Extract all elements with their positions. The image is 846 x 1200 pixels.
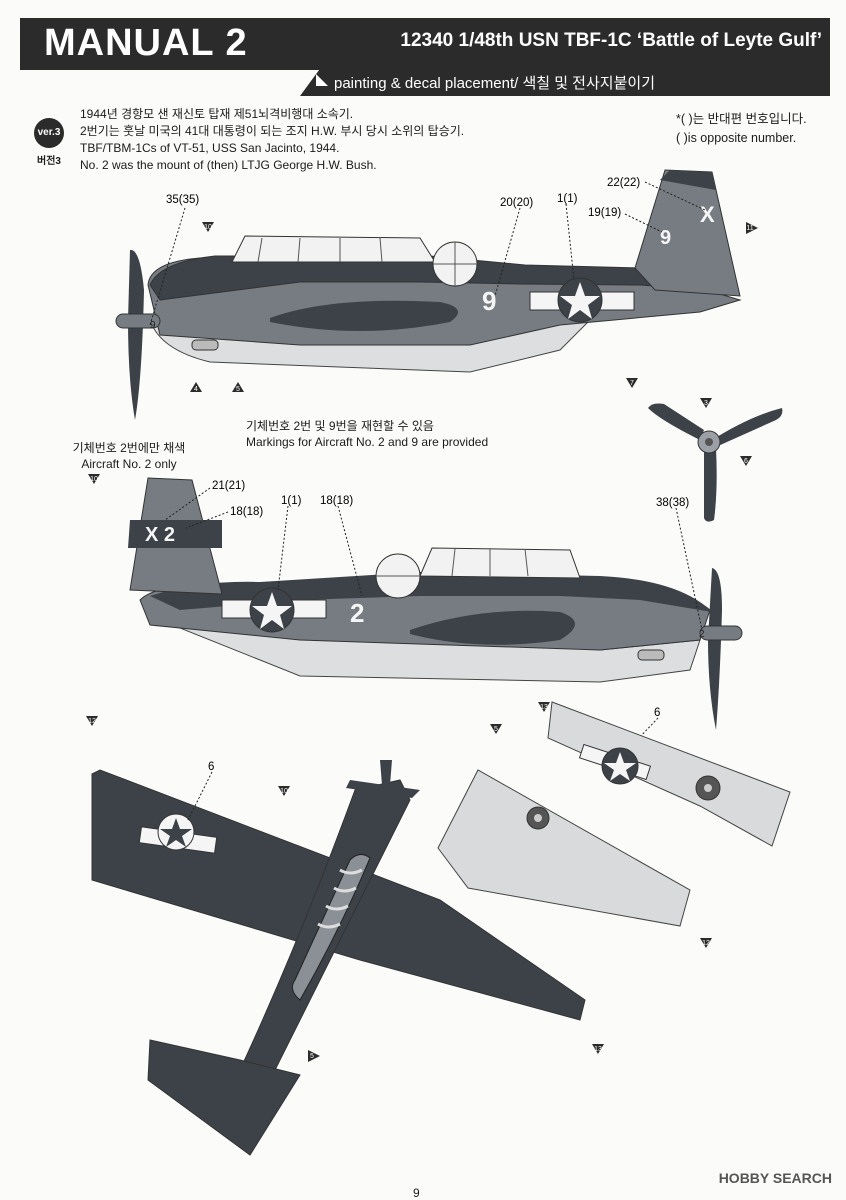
markings-note-ko: 기체번호 2번 및 9번을 재현할 수 있음 — [246, 419, 434, 433]
nose-number: 2 — [699, 629, 705, 640]
callout-1: 1(1) — [557, 193, 578, 205]
color-marker: 6 — [744, 458, 748, 465]
callout-6: 6 — [654, 707, 660, 719]
callout-38: 38(38) — [656, 497, 689, 509]
info-line: No. 2 was the mount of (then) LTJG Georg… — [80, 158, 377, 172]
subtitle: painting & decal placement/ 색칠 및 전사지붙이기 — [334, 75, 655, 92]
side-view-middle: X 2 2 2 — [128, 477, 743, 730]
info-line: TBF/TBM-1Cs of VT-51, USS San Jacinto, 1… — [80, 141, 340, 155]
callout-19: 19(19) — [588, 207, 621, 219]
subtitle-arrow-icon — [316, 74, 328, 86]
color-marker: 10 — [90, 476, 98, 483]
callout-18: 18(18) — [320, 495, 353, 507]
fuselage-number: 2 — [350, 598, 364, 628]
side-view-top: 9 X 9 9 — [115, 169, 742, 420]
nose-number: 9 — [150, 320, 156, 331]
page-number: 9 — [413, 1186, 420, 1200]
aircraft-only-note: 기체번호 2번에만 채색 Aircraft No. 2 only — [54, 440, 204, 472]
version-badge-label: 버전3 — [37, 156, 61, 167]
opposite-note-ko: *( )는 반대편 번호입니다. — [676, 112, 807, 126]
callout-35: 35(35) — [166, 194, 199, 206]
callout-21: 21(21) — [212, 480, 245, 492]
color-marker: 10 — [204, 224, 212, 231]
wing-underside — [437, 701, 791, 927]
tail-letter: X — [700, 202, 715, 227]
callout-20: 20(20) — [500, 197, 533, 209]
color-marker: 13 — [540, 704, 548, 711]
color-marker: 3 — [704, 400, 708, 407]
opposite-note-en: ( )is opposite number. — [676, 131, 797, 145]
version-info: 1944년 경항모 샌 재신토 탑재 제51뇌격비행대 소속기. 2번기는 훗날… — [80, 106, 464, 174]
markings-note-en: Markings for Aircraft No. 2 and 9 are pr… — [246, 435, 489, 449]
info-line: 2번기는 훗날 미국의 41대 대통령이 되는 조지 H.W. 부시 당시 소위… — [80, 124, 465, 138]
color-marker: 5 — [236, 386, 240, 393]
color-marker: 5 — [310, 1053, 314, 1060]
color-marker: 4 — [194, 386, 198, 393]
fuselage-number: 9 — [482, 286, 496, 316]
version-badge: ver.3 — [34, 118, 64, 148]
subtitle-bar — [300, 66, 830, 96]
watermark: HOBBY SEARCH — [718, 1170, 832, 1186]
manual-title: MANUAL 2 — [44, 22, 248, 64]
opposite-number-note: *( )는 반대편 번호입니다. ( )is opposite number. — [676, 110, 807, 148]
propeller-detail: 7 3 6 — [626, 378, 783, 522]
aircraft-only-ko: 기체번호 2번에만 채색 — [72, 441, 186, 455]
header-bar — [20, 18, 830, 70]
color-marker: 7 — [630, 380, 634, 387]
aircraft-only-en: Aircraft No. 2 only — [81, 457, 177, 471]
color-marker: 10 — [280, 788, 288, 795]
tail-number: 9 — [660, 227, 671, 249]
color-marker: 12 — [702, 940, 710, 947]
callout-22: 22(22) — [607, 177, 640, 189]
color-marker: 11 — [746, 225, 753, 232]
color-marker: 13 — [594, 1046, 602, 1053]
top-view — [91, 760, 586, 1156]
kit-title: 12340 1/48th USN TBF-1C ‘Battle of Leyte… — [400, 30, 822, 51]
info-line: 1944년 경항모 샌 재신토 탑재 제51뇌격비행대 소속기. — [80, 107, 354, 121]
callout-18: 18(18) — [230, 506, 263, 518]
tail-code: X 2 — [145, 524, 175, 546]
color-marker: 12 — [88, 718, 96, 725]
color-marker: 5 — [494, 726, 498, 733]
callout-6: 6 — [208, 761, 214, 773]
callout-1: 1(1) — [281, 495, 302, 507]
markings-note: 기체번호 2번 및 9번을 재현할 수 있음 Markings for Airc… — [246, 418, 488, 450]
